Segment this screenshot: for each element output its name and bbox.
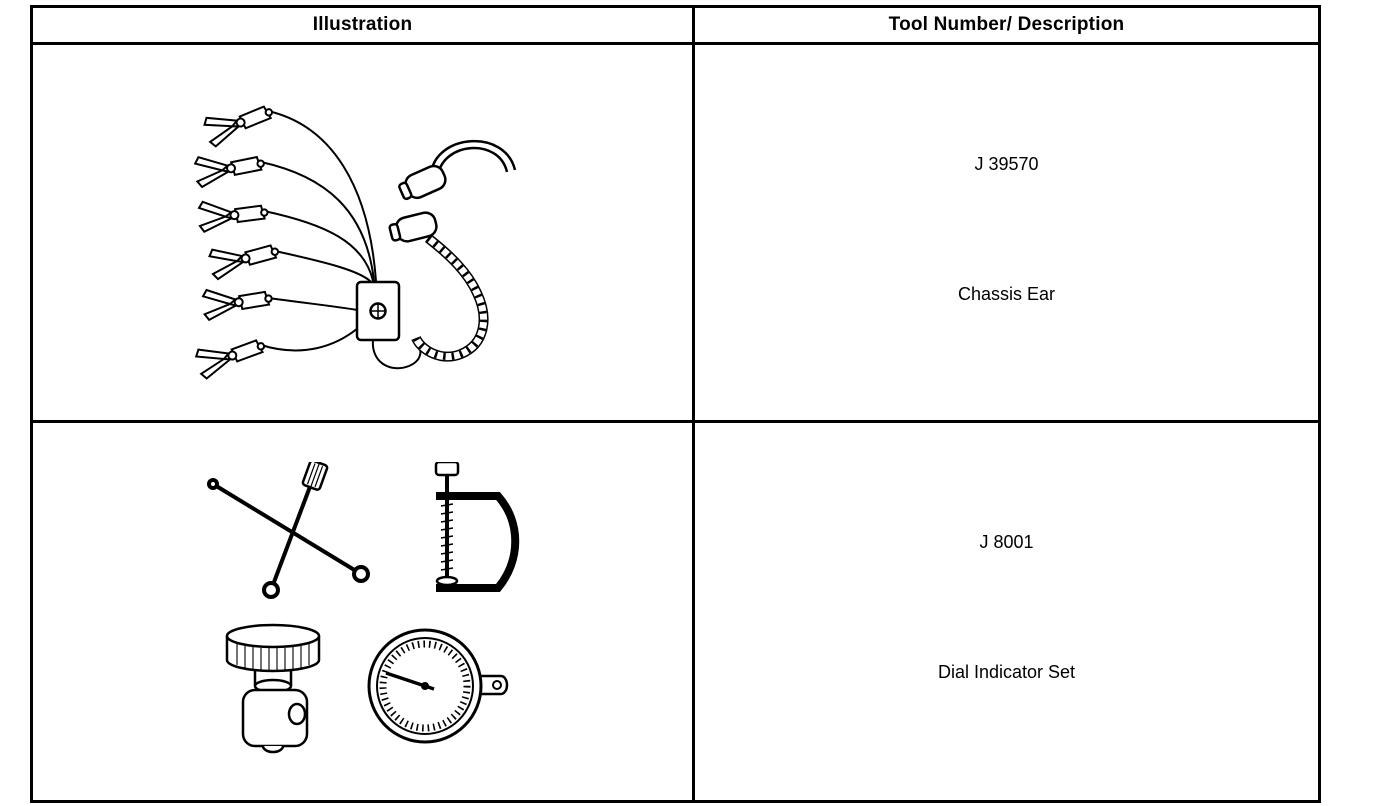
table-row: J 8001 Dial Indicator Set	[30, 420, 1321, 803]
tool-description: Dial Indicator Set	[937, 662, 1076, 682]
table-header-row: Illustration Tool Number/ Description	[30, 5, 1321, 45]
illustration-cell-dial-indicator	[30, 420, 695, 803]
chassis-ear-illustration-icon	[192, 96, 516, 381]
tool-number: J 39570	[974, 154, 1039, 174]
dial-indicator-set-illustration-icon	[206, 461, 519, 753]
tool-number: J 8001	[979, 532, 1034, 552]
illustration-cell-chassis-ear	[30, 42, 695, 423]
tool-description: Chassis Ear	[957, 284, 1056, 304]
special-tools-table: Illustration Tool Number/ Description	[30, 5, 1321, 803]
column-header-tool-number-description: Tool Number/ Description	[692, 5, 1321, 45]
column-header-illustration: Illustration	[30, 5, 695, 45]
description-cell: J 8001 Dial Indicator Set	[692, 420, 1321, 803]
table-row: J 39570 Chassis Ear	[30, 42, 1321, 423]
description-cell: J 39570 Chassis Ear	[692, 42, 1321, 423]
